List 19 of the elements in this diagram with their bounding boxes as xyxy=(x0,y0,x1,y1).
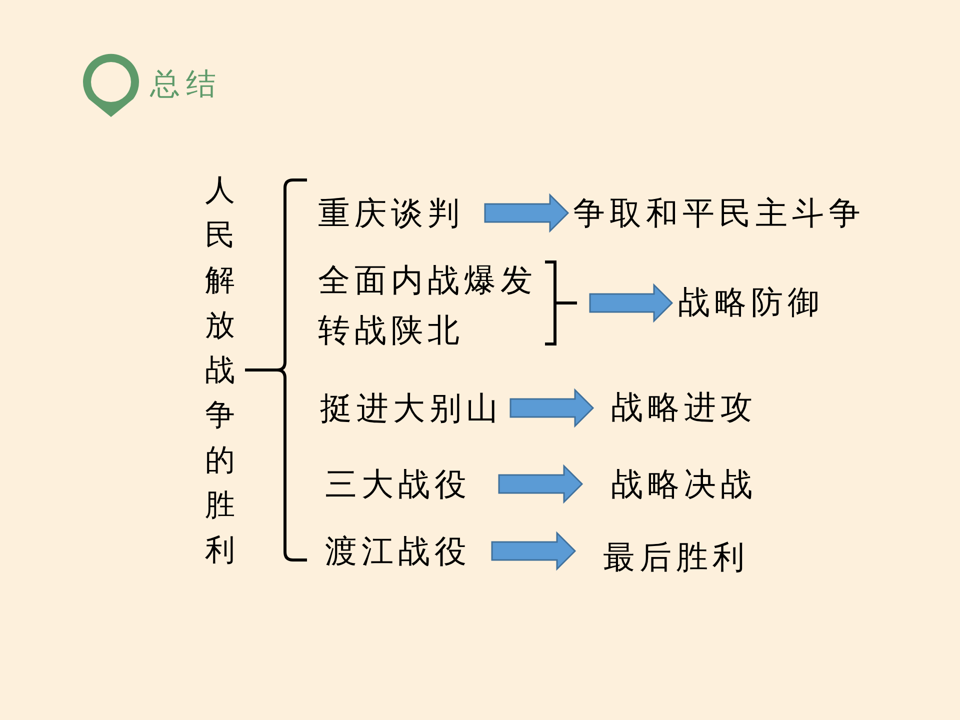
stage-label: 战略决战 xyxy=(611,464,757,504)
section-title: 总结 xyxy=(150,66,222,104)
block-arrow xyxy=(484,193,570,233)
block-arrow xyxy=(491,531,576,571)
block-arrow xyxy=(510,388,594,428)
topic-label: 人民解放战争的胜利 xyxy=(205,168,235,573)
stage-label: 最后胜利 xyxy=(603,537,749,577)
stage-label: 战略进攻 xyxy=(611,387,757,427)
event-label: 转战陕北 xyxy=(318,310,464,350)
event-label: 三大战役 xyxy=(325,464,471,504)
event-label: 渡江战役 xyxy=(325,531,471,571)
stage-label: 战略防御 xyxy=(678,282,824,322)
bracket xyxy=(543,259,577,347)
stage-label: 争取和平民主斗争 xyxy=(573,193,865,233)
block-arrow xyxy=(589,283,674,323)
event-label: 挺进大别山 xyxy=(320,388,502,428)
block-arrow xyxy=(498,464,584,504)
event-label: 全面内战爆发 xyxy=(318,260,537,300)
event-label: 重庆谈判 xyxy=(318,193,464,233)
